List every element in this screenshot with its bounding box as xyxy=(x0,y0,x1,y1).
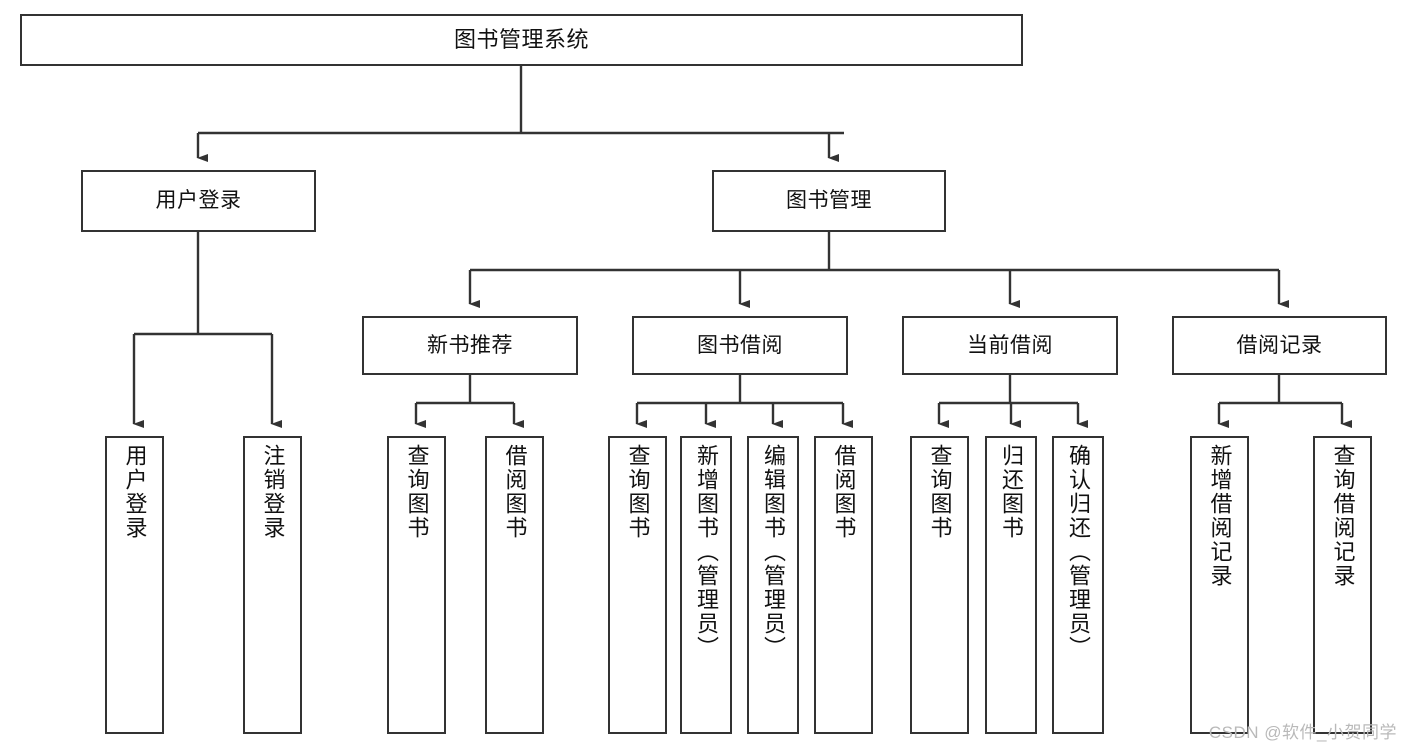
node-current-borrow-label: 当前借阅 xyxy=(967,333,1053,357)
node-leaf-query-book-3[interactable]: 查询图书 xyxy=(910,436,969,734)
node-leaf-add-book[interactable]: 新增图书（管理员） xyxy=(680,436,732,734)
node-root[interactable]: 图书管理系统 xyxy=(20,14,1023,66)
node-leaf-query-record[interactable]: 查询借阅记录 xyxy=(1313,436,1372,734)
node-root-label: 图书管理系统 xyxy=(453,27,589,53)
node-leaf-query-book-3-label: 查询图书 xyxy=(927,444,953,540)
node-leaf-query-book-1-label: 查询图书 xyxy=(404,444,430,540)
node-leaf-query-book-1[interactable]: 查询图书 xyxy=(387,436,446,734)
node-leaf-query-book-2[interactable]: 查询图书 xyxy=(608,436,667,734)
node-borrow-record[interactable]: 借阅记录 xyxy=(1172,316,1387,375)
node-leaf-logout-label: 注销登录 xyxy=(260,444,286,540)
node-leaf-confirm-return[interactable]: 确认归还（管理员） xyxy=(1052,436,1104,734)
node-user-login[interactable]: 用户登录 xyxy=(81,170,316,232)
node-book-borrow-label: 图书借阅 xyxy=(697,333,783,357)
node-new-book-recommend[interactable]: 新书推荐 xyxy=(362,316,578,375)
node-leaf-borrow-book-1-label: 借阅图书 xyxy=(502,444,528,540)
node-leaf-return-book-label: 归还图书 xyxy=(999,444,1024,540)
watermark-text: CSDN @软件_小贺同学 xyxy=(1208,723,1397,742)
node-leaf-borrow-book-2-label: 借阅图书 xyxy=(831,444,857,540)
node-book-borrow[interactable]: 图书借阅 xyxy=(632,316,848,375)
node-leaf-add-book-label: 新增图书（管理员） xyxy=(694,444,719,660)
node-leaf-edit-book[interactable]: 编辑图书（管理员） xyxy=(747,436,799,734)
node-leaf-edit-book-label: 编辑图书（管理员） xyxy=(761,444,786,660)
node-borrow-record-label: 借阅记录 xyxy=(1236,333,1323,357)
node-new-book-recommend-label: 新书推荐 xyxy=(427,333,513,357)
node-book-manage[interactable]: 图书管理 xyxy=(712,170,946,232)
node-book-manage-label: 图书管理 xyxy=(786,189,872,213)
node-leaf-return-book[interactable]: 归还图书 xyxy=(985,436,1037,734)
node-leaf-add-record-label: 新增借阅记录 xyxy=(1207,444,1233,588)
node-leaf-confirm-return-label: 确认归还（管理员） xyxy=(1066,444,1091,660)
node-leaf-borrow-book-2[interactable]: 借阅图书 xyxy=(814,436,873,734)
node-leaf-user-login-label: 用户登录 xyxy=(122,444,148,540)
node-user-login-label: 用户登录 xyxy=(155,189,242,213)
node-leaf-query-record-label: 查询借阅记录 xyxy=(1330,444,1356,588)
node-leaf-user-login[interactable]: 用户登录 xyxy=(105,436,164,734)
node-leaf-borrow-book-1[interactable]: 借阅图书 xyxy=(485,436,544,734)
node-leaf-query-book-2-label: 查询图书 xyxy=(625,444,651,540)
node-current-borrow[interactable]: 当前借阅 xyxy=(902,316,1118,375)
node-leaf-logout[interactable]: 注销登录 xyxy=(243,436,302,734)
node-leaf-add-record[interactable]: 新增借阅记录 xyxy=(1190,436,1249,734)
